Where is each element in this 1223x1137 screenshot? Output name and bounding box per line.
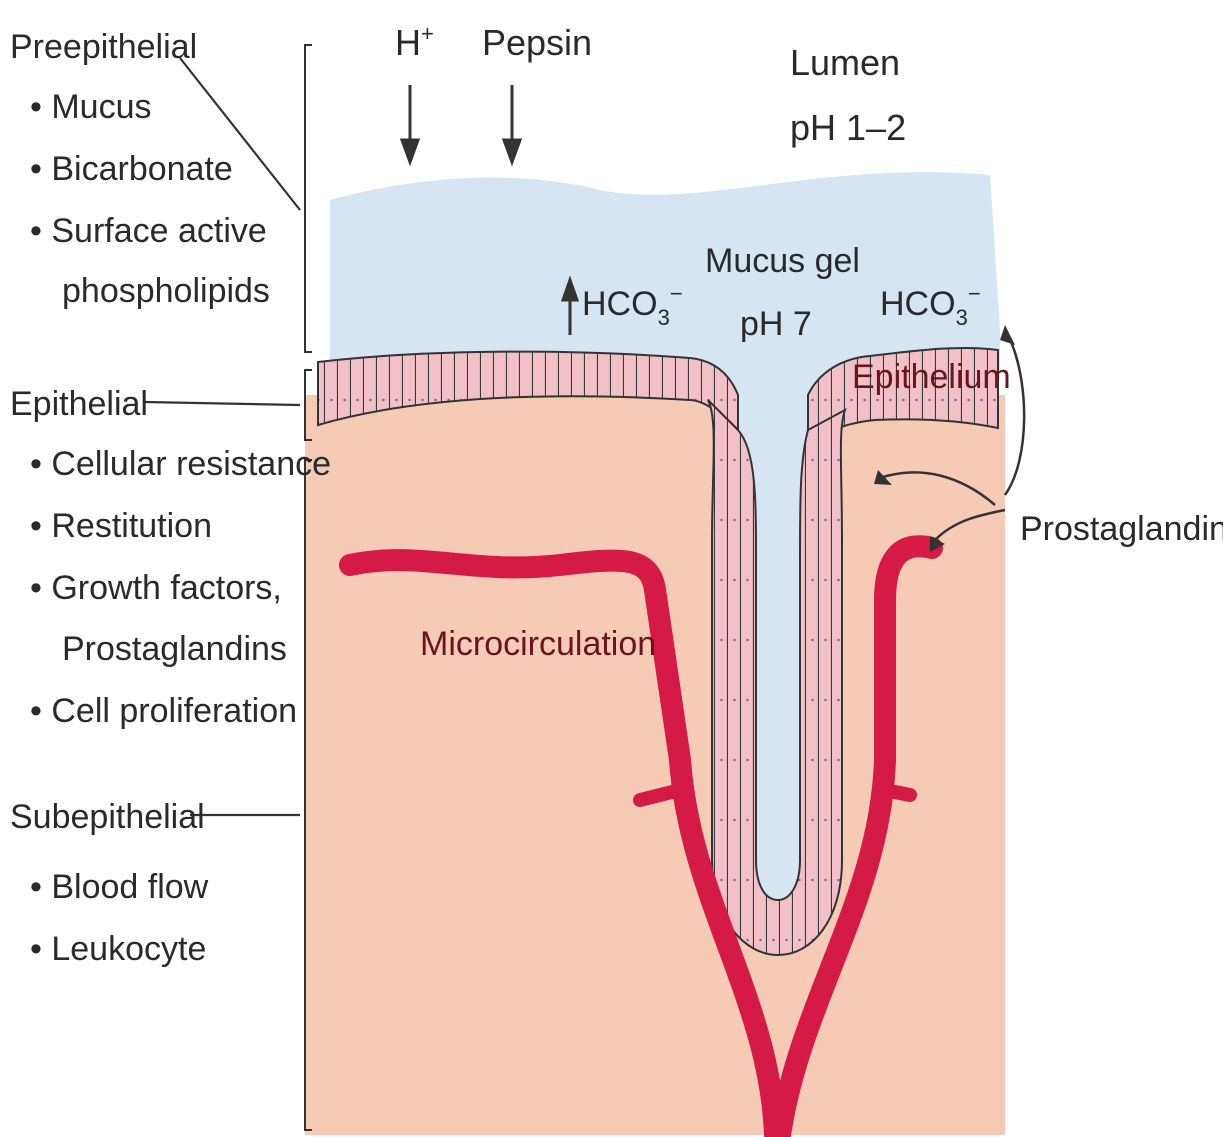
preepithelial-title: Preepithelial <box>10 28 197 66</box>
epithelial-item-cell-proliferation: • Cell proliferation <box>30 692 297 730</box>
microcirculation-label: Microcirculation <box>420 625 656 663</box>
epithelial-item-growth-factors: • Growth factors, <box>30 569 282 607</box>
preepithelial-item-surface-active: • Surface active <box>30 212 267 250</box>
preepithelial-item-phospholipids: phospholipids <box>62 272 270 310</box>
epithelial-item-prostaglandins: Prostaglandins <box>62 630 287 668</box>
subepithelial-item-blood-flow: • Blood flow <box>30 868 209 906</box>
mucus-gel-layer <box>330 172 1000 380</box>
epithelium-label: Epithelium <box>852 358 1011 396</box>
lumen-label: Lumen <box>790 42 900 83</box>
prostaglandins-label: Prostaglandins <box>1020 510 1223 548</box>
lumen-ph-label: pH 1–2 <box>790 107 906 148</box>
h-plus-label: H+ <box>395 21 434 63</box>
mucus-ph-label: pH 7 <box>740 305 812 343</box>
pepsin-label: Pepsin <box>482 22 592 63</box>
subepithelial-item-leukocyte: • Leukocyte <box>30 930 206 968</box>
mucus-gel-label: Mucus gel <box>705 242 860 280</box>
epithelial-item-restitution: • Restitution <box>30 507 212 545</box>
epithelial-title: Epithelial <box>10 385 148 423</box>
preepithelial-item-bicarbonate: • Bicarbonate <box>30 150 233 188</box>
submucosa-tissue <box>305 395 1005 1135</box>
preepithelial-item-mucus: • Mucus <box>30 88 152 126</box>
subepithelial-title: Subepithelial <box>10 798 205 836</box>
downward-arrows <box>402 85 520 162</box>
epithelial-item-cellular-resistance: • Cellular resistance <box>30 445 331 483</box>
